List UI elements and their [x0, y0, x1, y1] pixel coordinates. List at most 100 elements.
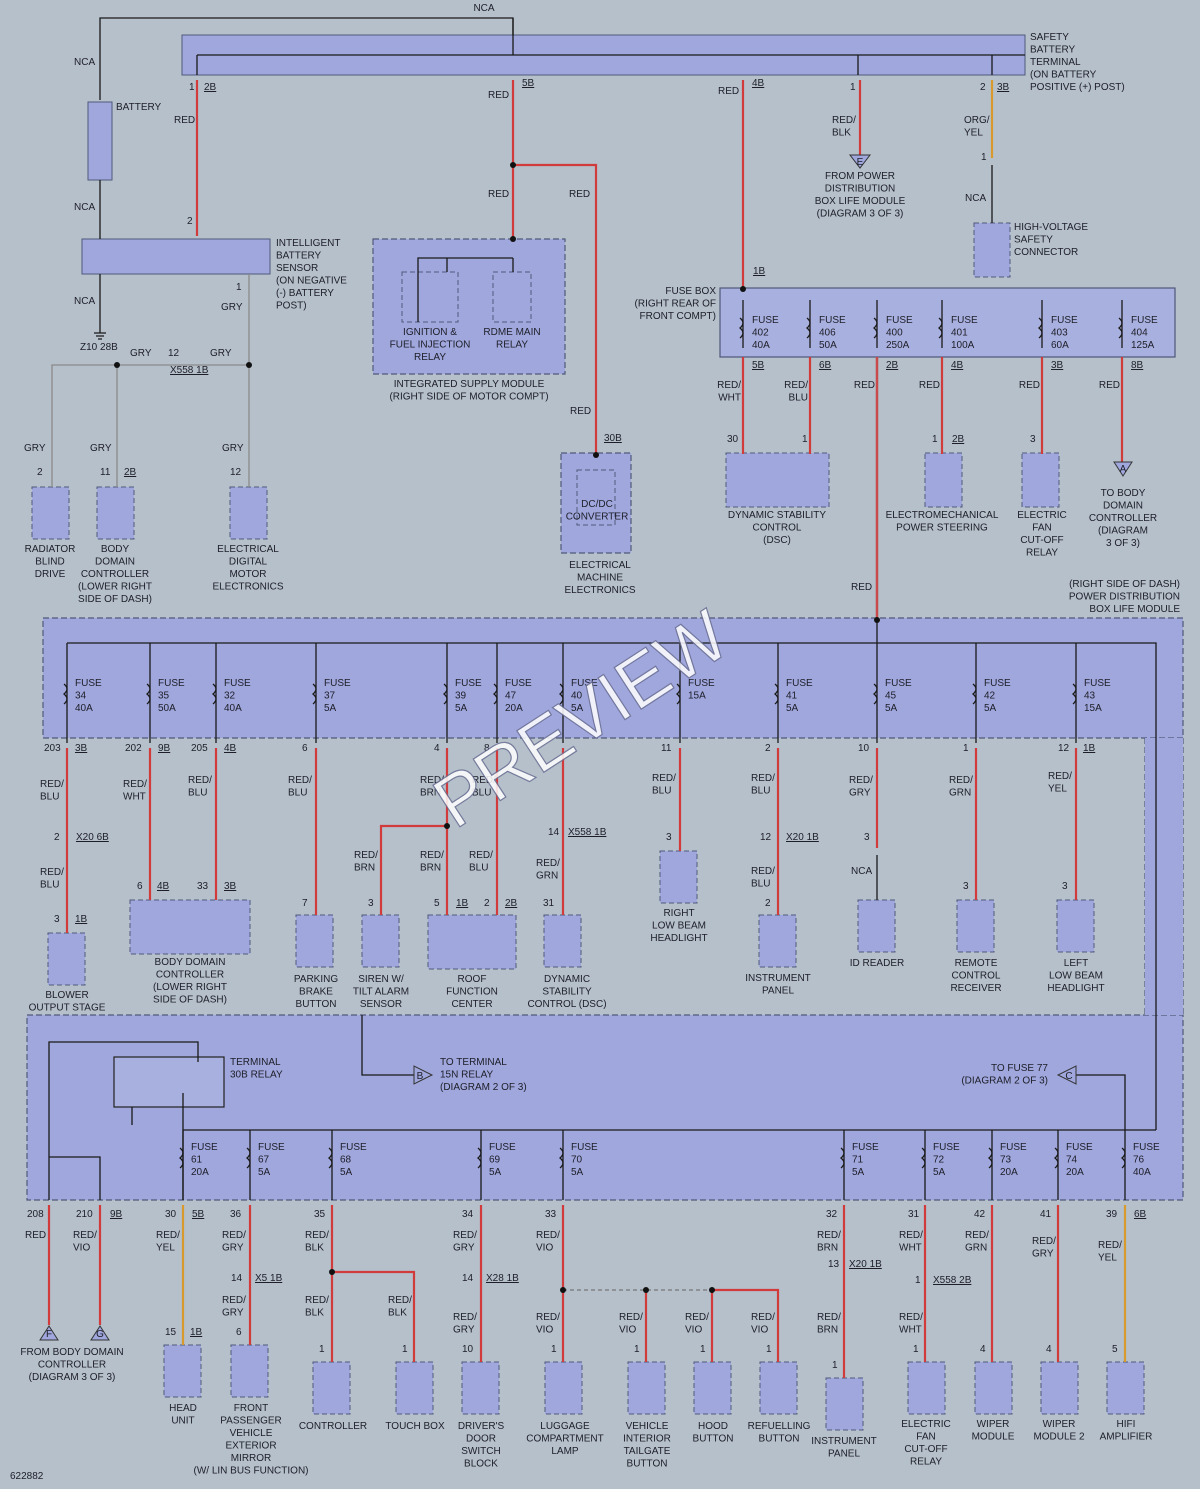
- wire-red-4: RED: [488, 189, 509, 200]
- fusebox-wire-0: RED/WHT: [717, 380, 741, 404]
- pin-1b: 1: [850, 82, 856, 93]
- pdbm-frame: [42, 617, 1184, 739]
- mid-c3b2: 3B: [224, 881, 237, 892]
- mid-pin3b: 3: [864, 832, 870, 843]
- mid-pin3c: 3: [54, 914, 60, 925]
- lower-pin14a: 14: [231, 1273, 243, 1284]
- terminal-30b-relay: [113, 1056, 225, 1108]
- mid-c4b: 4B: [224, 743, 237, 754]
- lower-wire-14: RED/BLK: [388, 1295, 412, 1319]
- conn-b-label: B: [417, 1071, 424, 1082]
- pdbm-mid-fill: [1145, 738, 1183, 1015]
- lower-pin1-1: 1: [402, 1344, 408, 1355]
- fusebox-wire-2: RED: [854, 380, 875, 391]
- mid-pin31: 31: [543, 898, 555, 909]
- lower-pin10: 10: [462, 1344, 474, 1355]
- pdbm-wire-5: RED/BLU: [472, 775, 496, 799]
- wire-red-blk-1: RED/BLK: [832, 115, 856, 139]
- lower-wire-3: RED/GRY: [222, 1230, 246, 1254]
- pdbm-wire-16: RED/BLU: [751, 866, 775, 890]
- pdbm-wire-11: RED/BLU: [40, 867, 64, 891]
- wiper-box: [974, 1361, 1013, 1415]
- pdbm-wire-15: RED/GRN: [536, 858, 560, 882]
- pin-1a: 1: [189, 82, 195, 93]
- lower-pin1-0: 1: [319, 1344, 325, 1355]
- mid-c2b: 2B: [505, 898, 518, 909]
- lower-pin14b: 14: [462, 1273, 474, 1284]
- connector-f-symbol: [39, 1325, 59, 1341]
- mid-pin33: 33: [197, 881, 209, 892]
- lower-pin-2: 30: [165, 1209, 177, 1220]
- pdbm-pin-5: 8: [484, 743, 490, 754]
- wire-red-1: RED: [174, 115, 195, 126]
- mid-pin2c: 2: [765, 898, 771, 909]
- hood-box: [693, 1361, 732, 1415]
- lower-wire-7: RED/BRN: [817, 1230, 841, 1254]
- pin-1e: 1: [802, 434, 808, 445]
- ip-lower-box: [825, 1377, 864, 1431]
- fusebox-wire-5: RED: [1099, 380, 1120, 391]
- lower-x20: X20 1B: [849, 1259, 882, 1270]
- pdbm-wire-14: RED/BLU: [469, 850, 493, 874]
- pdbm-wire-7: RED/BLU: [751, 773, 775, 797]
- lower-wire-12: RED/GRY: [222, 1295, 246, 1319]
- wire-org-yel: ORG/YEL: [964, 115, 990, 139]
- siren-box: [361, 914, 400, 968]
- pdbm-fuse-marks: [62, 683, 1077, 705]
- lower-c5b: 5B: [192, 1209, 205, 1220]
- conn-5b-a: 5B: [522, 78, 535, 89]
- wire-gry-2: GRY: [130, 348, 152, 359]
- connector-a-symbol: [1113, 461, 1133, 477]
- pdbm-pin-0: 203: [44, 743, 61, 754]
- pdbm-wire-1: RED/WHT: [123, 779, 147, 803]
- ground-label: Z10 28B: [80, 342, 118, 353]
- connector-g-symbol: [90, 1325, 110, 1341]
- mid-pin3f: 3: [1062, 881, 1068, 892]
- mid-pin6: 6: [137, 881, 143, 892]
- lower-c6b: 6B: [1134, 1209, 1147, 1220]
- ism-label: INTEGRATED SUPPLY MODULE(RIGHT SIDE OF M…: [389, 379, 548, 403]
- rcr-box: [956, 899, 995, 953]
- lower-pin1-5: 1: [766, 1344, 772, 1355]
- bdc-mid-box: [129, 899, 251, 955]
- mid-pin2a: 2: [54, 832, 60, 843]
- lower-pin1x: 1: [915, 1275, 921, 1286]
- ip-box: [758, 914, 797, 968]
- pin-1f: 1: [932, 434, 938, 445]
- nca-2: NCA: [74, 202, 95, 213]
- pdbm-wire-13: RED/BRN: [420, 850, 444, 874]
- pdbm-wire-8: RED/GRY: [849, 775, 873, 799]
- fusebox-wire-1: RED/BLU: [784, 380, 808, 404]
- battery-symbol: [87, 101, 113, 181]
- lower-pin-1: 210: [76, 1209, 93, 1220]
- lower-pin13: 13: [828, 1259, 840, 1270]
- rdme-relay-box: [492, 271, 532, 323]
- mid-pin3a: 3: [666, 832, 672, 843]
- fan-relay-box: [1021, 452, 1060, 508]
- conn-3b-a: 3B: [997, 82, 1010, 93]
- mid-c4b2: 4B: [157, 881, 170, 892]
- lower-pin4b: 4: [1046, 1344, 1052, 1355]
- lower-wire-13: RED/BLK: [305, 1295, 329, 1319]
